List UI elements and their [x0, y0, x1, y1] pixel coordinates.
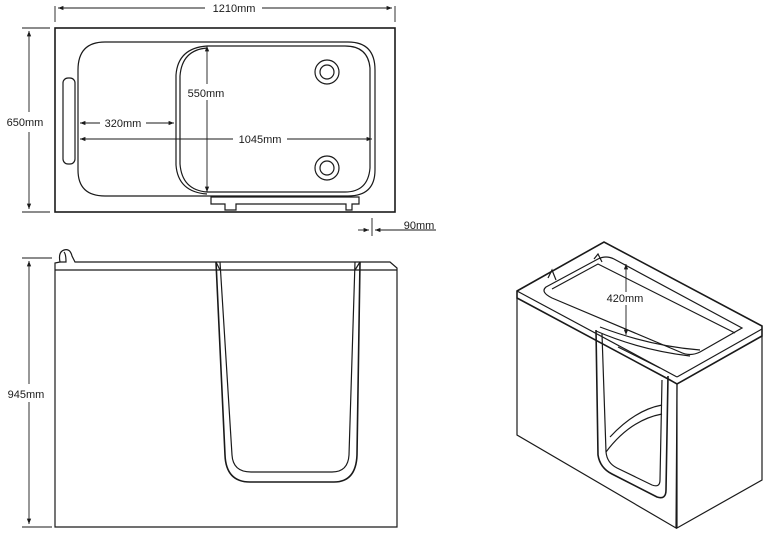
- front-rim: [54, 249, 398, 528]
- dim-overall-width: 650mm: [7, 117, 44, 129]
- dim-door-offset: 90mm: [404, 220, 435, 232]
- seat-edge: [175, 45, 208, 195]
- jet-top: [314, 59, 340, 85]
- plan-outer-rim: [54, 27, 396, 213]
- front-view: 945mm: [8, 249, 398, 528]
- seat-edge-inner: [179, 47, 208, 193]
- iso-rim-outer: [516, 241, 763, 385]
- iso-side-face: [676, 336, 763, 530]
- plan-inner-basin: [77, 41, 376, 197]
- plan-view: 1210mm 650mm 550mm 320mm 1045mm 90mm: [7, 3, 436, 236]
- dim-overall-length: 1210mm: [213, 3, 256, 15]
- isometric-view: 420mm: [516, 241, 763, 530]
- front-door-inner: [219, 261, 356, 473]
- dim-seat-height: 420mm: [607, 293, 644, 305]
- dim-inner-width: 550mm: [188, 88, 225, 100]
- front-door-outer: [215, 261, 361, 483]
- dim-overall-height: 945mm: [8, 389, 45, 401]
- dim-seat-depth: 320mm: [105, 118, 142, 130]
- grab-handle: [62, 77, 76, 165]
- jet-bottom: [314, 155, 340, 181]
- iso-door-outer: [595, 329, 669, 499]
- plan-door: [210, 196, 360, 211]
- iso-inner-basin: [543, 256, 744, 356]
- dim-inner-length: 1045mm: [239, 134, 282, 146]
- basin-inner-line: [207, 45, 371, 193]
- iso-door-inner: [601, 333, 663, 487]
